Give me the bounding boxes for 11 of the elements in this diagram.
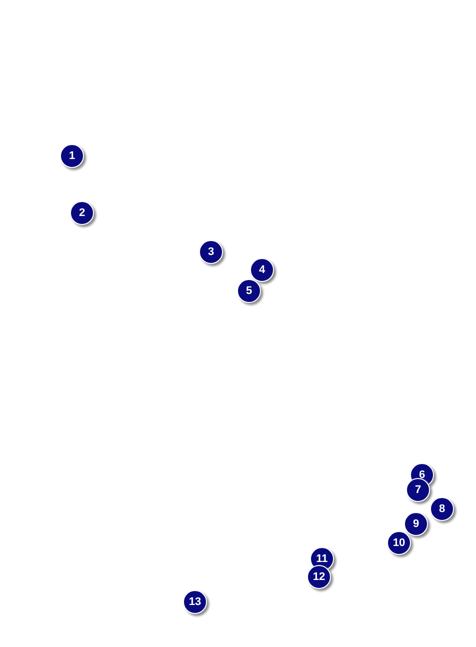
numbered-marker: 12 — [307, 565, 331, 589]
numbered-marker: 4 — [250, 258, 274, 282]
numbered-marker: 8 — [430, 497, 454, 521]
numbered-marker: 5 — [237, 279, 261, 303]
numbered-marker: 3 — [199, 240, 223, 264]
numbered-marker: 10 — [387, 531, 411, 555]
numbered-marker: 2 — [70, 201, 94, 225]
numbered-marker: 9 — [404, 512, 428, 536]
numbered-marker: 7 — [406, 478, 430, 502]
numbered-marker: 1 — [60, 144, 84, 168]
numbered-marker: 13 — [183, 590, 207, 614]
